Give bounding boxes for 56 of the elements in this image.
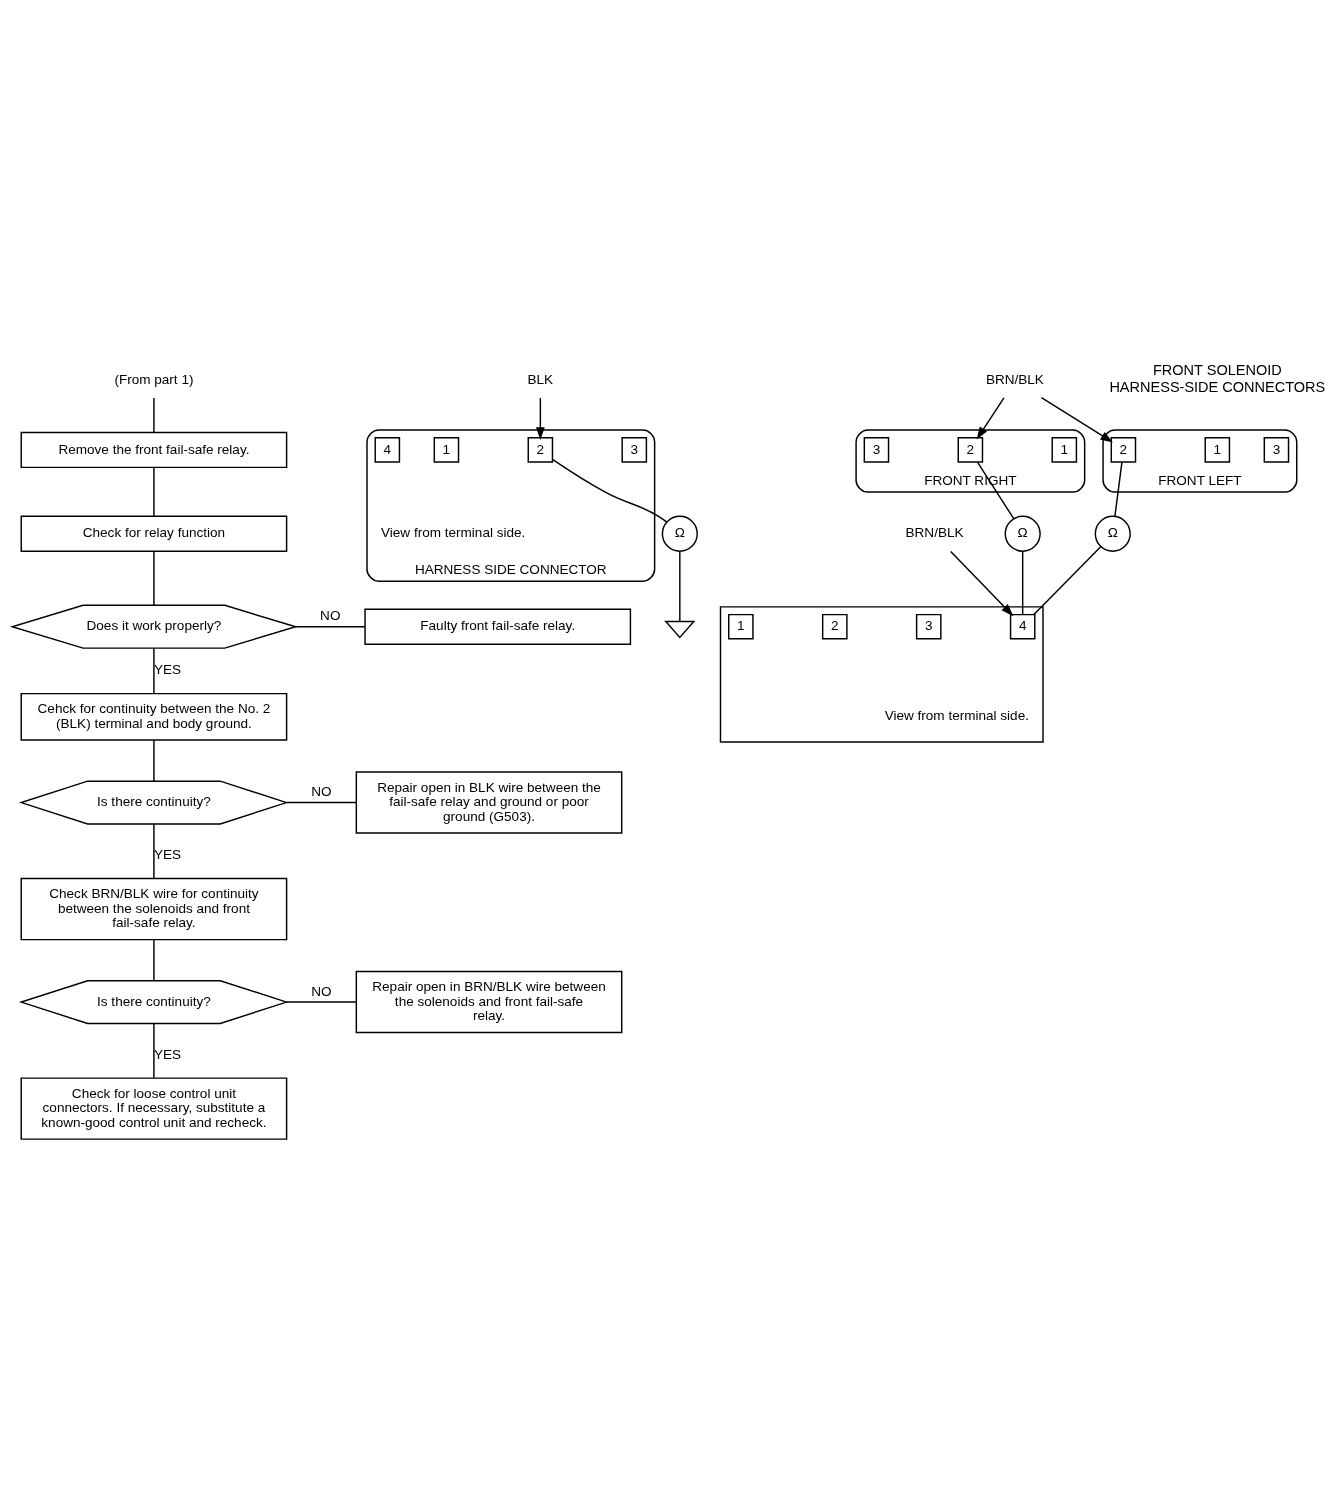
connector: [1114, 461, 1123, 517]
node-box: 3: [621, 436, 648, 463]
node-box: Check for relay function: [20, 515, 288, 552]
edge-label: NO: [320, 607, 341, 623]
node-box: 2: [1110, 436, 1137, 463]
edge-label: NO: [311, 983, 332, 998]
label: FRONT SOLENOID HARNESS-SIDE CONNECTORS: [1109, 361, 1326, 395]
connector: [153, 646, 155, 694]
node-box: 1: [1204, 436, 1231, 463]
node-ground: [664, 620, 696, 638]
connector: [153, 739, 155, 782]
connector: [153, 466, 155, 517]
connector: [294, 625, 366, 627]
connector: [153, 938, 155, 981]
node-box: 1: [1051, 436, 1078, 463]
connector: [1033, 545, 1102, 615]
node-box: Check BRN/BLK wire for continuity between the solenoids and front fail-safe relay.: [20, 877, 288, 940]
node-box: 3: [863, 436, 890, 463]
arrow: [1040, 396, 1113, 442]
node-box: Repair open in BRN/BLK wire between the solenoids and front fail-safe relay.: [355, 970, 623, 1033]
node-box: 2: [821, 613, 848, 640]
arrow: [535, 396, 545, 440]
node-box: Repair open in BLK wire between the fail-safe relay and ground or poor ground (G503).: [355, 770, 623, 834]
node-box: 1: [433, 436, 460, 463]
connector: [551, 458, 668, 523]
node-text: BRN/BLK: [985, 371, 1044, 387]
arrow: [949, 550, 1014, 616]
node-box: 3: [915, 613, 942, 640]
node-box: 4: [1009, 613, 1036, 640]
arrow: [976, 396, 1005, 440]
node-box: 2: [957, 436, 984, 463]
node-text: BRN/BLK: [905, 524, 964, 540]
connector: [153, 822, 155, 879]
node-label: View from terminal side.: [884, 707, 1029, 723]
connector: [153, 1022, 155, 1078]
node-box: Check for loose control unit connectors. If necessary, substitute a known-good control unit and recheck.: [20, 1076, 288, 1140]
node-box: Remove the front fail-safe relay.: [20, 431, 288, 468]
connector: [153, 550, 155, 606]
connector: [153, 396, 155, 433]
node-box: Faulty front fail-safe relay.: [364, 608, 632, 645]
node-box: 2: [527, 436, 554, 463]
connector: [286, 1000, 357, 1003]
node-circle: Ω: [1094, 515, 1131, 552]
node-label: View from terminal side.: [381, 524, 526, 540]
edge-label: NO: [311, 783, 332, 799]
node-text: BLK: [527, 371, 554, 387]
node-circle: Ω: [1004, 515, 1041, 552]
node-box: 3: [1263, 436, 1290, 463]
node-box: Cehck for continuity between the No. 2 (BLK) terminal and body ground.: [20, 692, 288, 741]
node-circle: Ω: [661, 515, 698, 552]
node-box: 4: [374, 436, 401, 463]
node-text: (From part 1): [114, 371, 194, 387]
node-box: 1: [728, 613, 754, 640]
connector: [679, 550, 681, 622]
connector: [286, 801, 357, 803]
connector: [1021, 550, 1024, 615]
